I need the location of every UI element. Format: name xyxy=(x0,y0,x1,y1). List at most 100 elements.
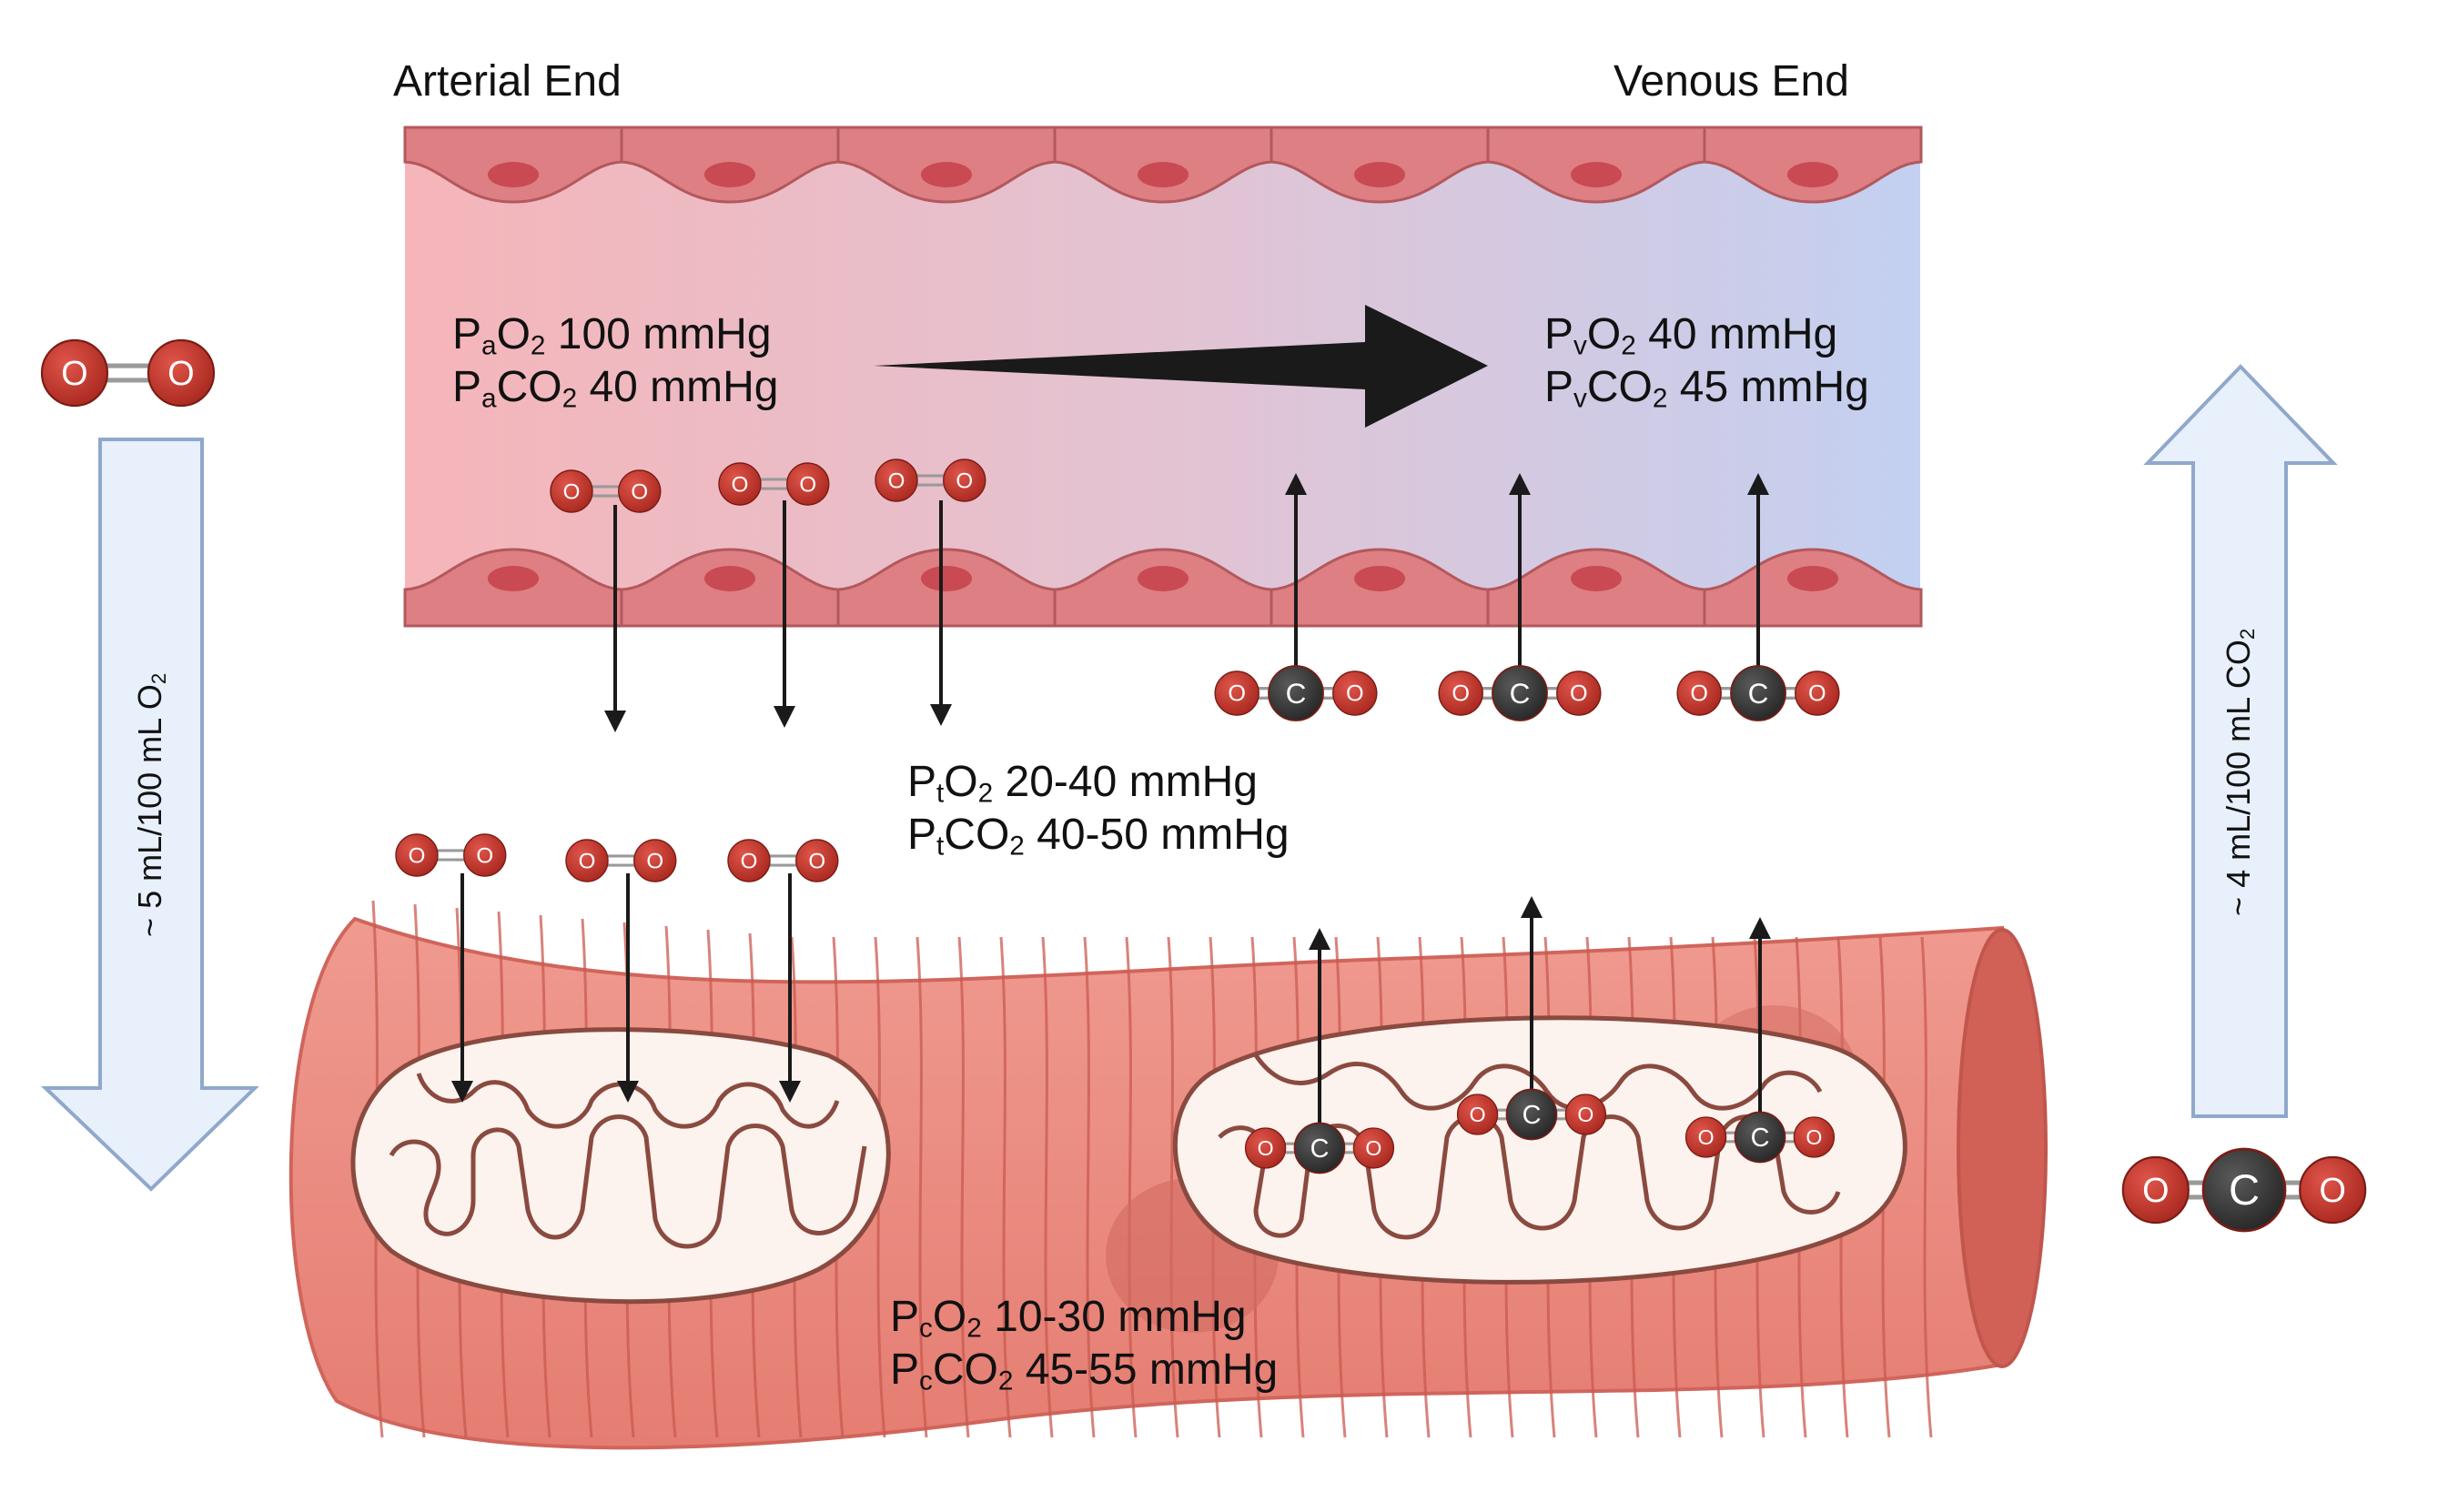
cell-nucleus xyxy=(704,162,755,187)
co2-removal-label: ~ 4 mL/100 mL CO2 xyxy=(2220,628,2259,916)
oxygen-atom: O xyxy=(1793,1116,1836,1158)
venous-pco2: PvCO2 45 mmHg xyxy=(1544,362,1869,414)
carbon-atom-letter: C xyxy=(1510,677,1531,710)
diffusion-arrow xyxy=(451,873,473,1103)
oxygen-atom: O xyxy=(1684,1116,1727,1158)
oxygen-atom: O xyxy=(1795,670,1840,716)
muscle-end-cap xyxy=(1957,928,2048,1368)
oxygen-atom-letter: O xyxy=(888,469,905,493)
diffusion-arrow xyxy=(1521,896,1543,1114)
cell-nucleus xyxy=(1787,566,1838,591)
oxygen-atom-letter: O xyxy=(476,843,493,868)
oxygen-atom: O xyxy=(1564,1094,1607,1135)
cell-nucleus xyxy=(1354,162,1405,187)
diffusion-arrow xyxy=(930,500,952,726)
oxygen-atom: O xyxy=(1556,670,1602,716)
carbon-atom-letter: C xyxy=(1522,1101,1542,1130)
oxygen-atom-letter: O xyxy=(631,479,648,504)
oxygen-atom-letter: O xyxy=(1570,681,1588,707)
co2-molecule: O OC xyxy=(1214,665,1378,721)
venous-pressures: PvO2 40 mmHg PvCO2 45 mmHg xyxy=(1544,309,1869,414)
oxygen-atom-letter: O xyxy=(563,479,581,504)
oxygen-atom: O xyxy=(618,469,662,513)
oxygen-atom-letter: O xyxy=(1577,1103,1593,1126)
oxygen-atom-letter: O xyxy=(1808,681,1826,707)
oxygen-atom-letter: O xyxy=(2142,1172,2169,1210)
oxygen-atom: O xyxy=(2121,1155,2190,1225)
carbon-atom: C xyxy=(1505,1088,1558,1141)
oxygen-atom-letter: O xyxy=(646,849,663,873)
carbon-atom: C xyxy=(1730,665,1786,721)
oxygen-atom-letter: O xyxy=(167,355,194,393)
oxygen-atom: O xyxy=(395,833,439,877)
mitochondrion-right xyxy=(1172,1015,1907,1285)
oxygen-atom-letter: O xyxy=(1452,681,1470,707)
oxygen-atom-letter: O xyxy=(1258,1136,1274,1160)
oxygen-atom-letter: O xyxy=(409,843,426,868)
carbon-atom: C xyxy=(2201,1147,2287,1233)
diffusion-arrow xyxy=(779,873,801,1103)
cell-nucleus xyxy=(1354,566,1405,591)
oxygen-atom: O xyxy=(2299,1155,2367,1225)
oxygen-atom-letter: O xyxy=(579,849,596,873)
tissue-pressures: PtO2 20-40 mmHg PtCO2 40-50 mmHg xyxy=(907,757,1290,862)
cell-nucleus xyxy=(1571,566,1622,591)
oxygen-atom: O xyxy=(463,833,507,877)
oxygen-atom: O xyxy=(633,839,677,882)
oxygen-atom: O xyxy=(147,338,216,408)
diffusion-arrow xyxy=(774,500,795,728)
cell-nucleus xyxy=(488,566,539,591)
oxygen-atom-letter: O xyxy=(799,472,816,497)
oxygen-atom-letter: O xyxy=(2319,1172,2345,1210)
oxygen-atom: O xyxy=(1332,670,1378,716)
oxygen-atom: O xyxy=(943,459,986,502)
arterial-po2: PaO2 100 mmHg xyxy=(452,310,772,361)
carbon-atom-letter: C xyxy=(1748,677,1769,710)
cell-po2: PcO2 10-30 mmHg xyxy=(890,1293,1247,1344)
cell-pco2: PcCO2 45-55 mmHg xyxy=(890,1345,1279,1396)
oxygen-atom-letter: O xyxy=(741,849,758,873)
cell-nucleus xyxy=(1571,162,1622,187)
venous-end-label: Venous End xyxy=(1614,57,1849,106)
oxygen-atom-letter: O xyxy=(61,355,87,393)
oxygen-atom-letter: O xyxy=(1228,681,1246,707)
arterial-pco2: PaCO2 40 mmHg xyxy=(452,362,779,414)
cell-nucleus xyxy=(704,566,755,591)
tissue-pco2: PtCO2 40-50 mmHg xyxy=(907,810,1290,862)
cell-pressures: PcO2 10-30 mmHg PcCO2 45-55 mmHg xyxy=(890,1292,1278,1396)
blood-flow-arrow xyxy=(874,305,1488,428)
oxygen-atom: O xyxy=(1244,1127,1287,1169)
carbon-atom-letter: C xyxy=(1751,1124,1770,1153)
diffusion-arrow xyxy=(1749,917,1771,1121)
carbon-atom: C xyxy=(1492,665,1548,721)
oxygen-atom: O xyxy=(1214,670,1259,716)
oxygen-atom-letter: O xyxy=(1346,681,1364,707)
co2-removal-arrow xyxy=(2143,364,2338,1118)
carbon-atom-letter: C xyxy=(2229,1166,2260,1215)
oxygen-atom: O xyxy=(550,469,593,513)
oxygen-atom: O xyxy=(795,839,839,882)
oxygen-atom-letter: O xyxy=(1365,1136,1381,1160)
diffusion-arrow xyxy=(1747,473,1769,682)
diffusion-arrow xyxy=(617,873,639,1103)
oxygen-atom: O xyxy=(718,462,762,506)
carbon-atom: C xyxy=(1268,665,1324,721)
oxygen-atom-letter: O xyxy=(1806,1125,1822,1149)
oxygen-atom: O xyxy=(40,338,109,408)
oxygen-atom-letter: O xyxy=(1470,1103,1486,1126)
oxygen-atom: O xyxy=(875,459,918,502)
carbon-atom-letter: C xyxy=(1310,1134,1330,1164)
cell-nucleus xyxy=(1138,162,1189,187)
arterial-end-label: Arterial End xyxy=(393,57,622,106)
cell-nucleus xyxy=(921,566,972,591)
oxygen-atom-letter: O xyxy=(732,472,749,497)
